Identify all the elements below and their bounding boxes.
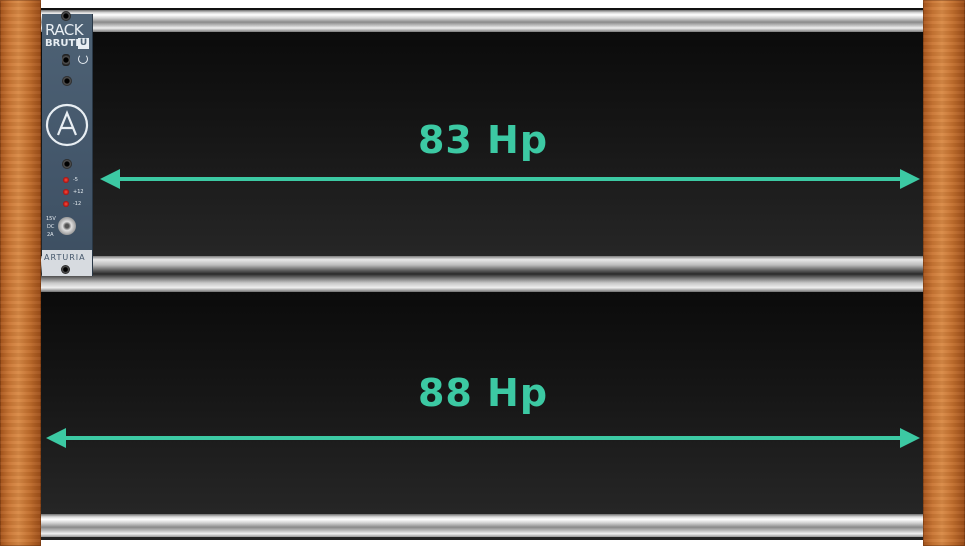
bottom-rail [41, 514, 923, 538]
rack-row-bottom [41, 292, 923, 514]
row-top-width-label: 83 Hp [417, 118, 549, 162]
module-jack-2[interactable] [62, 159, 72, 169]
bottom-edge [41, 537, 923, 540]
power-module: RACK BRUTE U -5 +12 -12 15V DC 2A ARTURI… [42, 11, 93, 276]
wood-side-panel-right [923, 0, 965, 546]
module-name-line2: BRUTE [45, 38, 83, 49]
rail-label-minus5: -5 [73, 177, 78, 183]
power-icon [78, 54, 88, 64]
power-label-2: DC [47, 224, 55, 230]
row-bottom-width-arrow [46, 428, 920, 448]
rail-label-minus12: -12 [73, 201, 82, 207]
module-name-line1: RACK [45, 21, 84, 39]
row-top-width-arrow [100, 169, 920, 189]
module-top-jack[interactable] [61, 11, 71, 21]
power-label-3: 2A [47, 232, 54, 238]
module-brand: ARTURIA [44, 253, 86, 262]
rack-row-top [41, 32, 923, 256]
led-minus12 [63, 201, 69, 207]
rail-label-plus12: +12 [73, 189, 84, 195]
module-footer: ARTURIA [42, 250, 92, 276]
led-plus12 [63, 189, 69, 195]
wood-side-panel-left [0, 0, 41, 546]
led-minus5 [63, 177, 69, 183]
dc-power-connector[interactable] [58, 217, 76, 235]
row-bottom-width-label: 88 Hp [417, 371, 549, 415]
top-edge [41, 8, 923, 11]
top-rail [41, 10, 923, 32]
power-label-1: 15V [46, 216, 56, 222]
module-size-badge: U [78, 38, 89, 49]
power-switch[interactable] [62, 54, 70, 66]
module-bottom-jack[interactable] [61, 265, 70, 274]
arturia-logo-icon [45, 103, 89, 147]
middle-rail [41, 256, 923, 292]
module-jack-1[interactable] [62, 76, 72, 86]
